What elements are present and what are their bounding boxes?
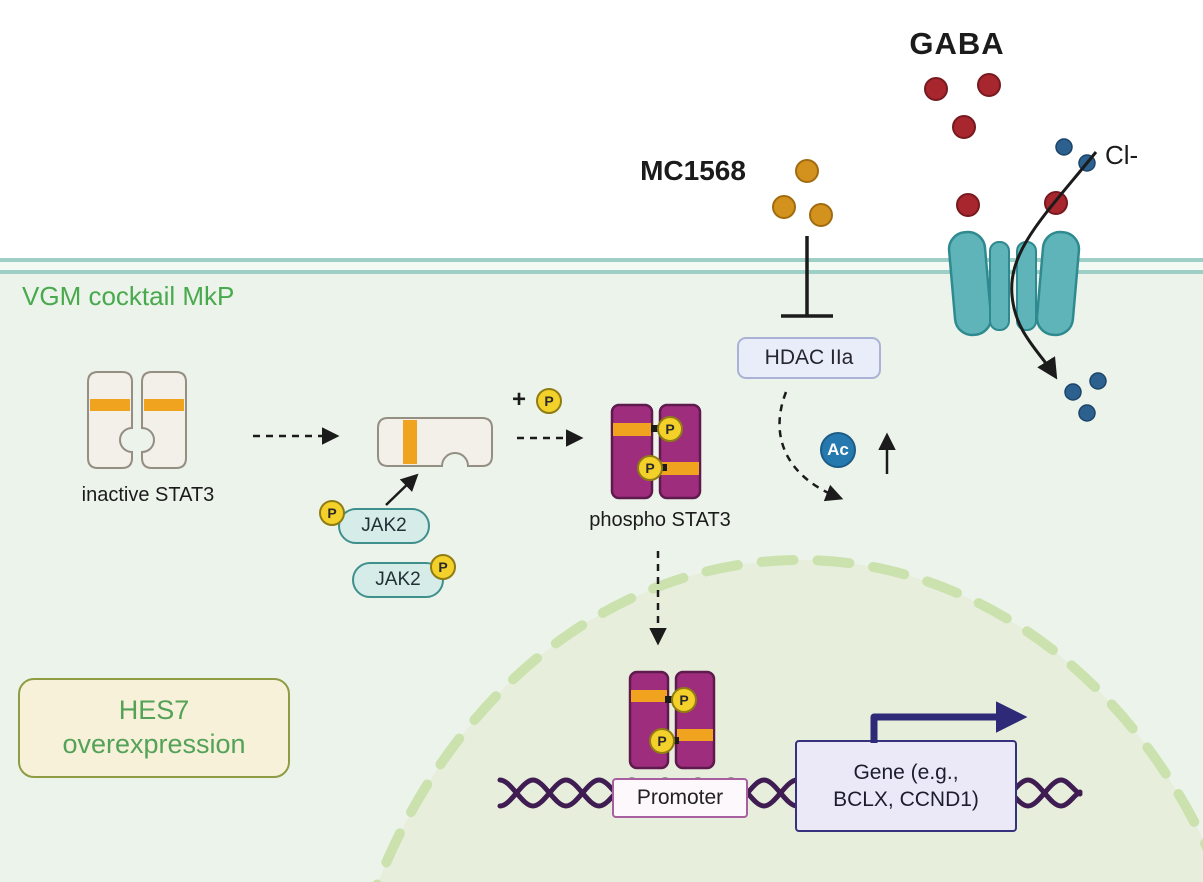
chloride-ion	[1055, 138, 1073, 156]
gaba-molecule	[977, 73, 1001, 97]
jak2-label: JAK2	[361, 515, 407, 536]
gene-label-line1: Gene (e.g.,	[853, 760, 959, 784]
stat3-monomer-open	[377, 417, 493, 467]
chloride-label: Cl-	[1105, 140, 1139, 170]
chloride-ion	[1089, 372, 1107, 390]
inactive-stat3-label: inactive STAT3	[81, 484, 215, 506]
phospho-connector	[665, 696, 672, 703]
gene-box: Gene (e.g., BCLX, CCND1)	[795, 740, 1017, 832]
arrow-chloride-influx	[1010, 151, 1098, 380]
mc1568-label: MC1568	[640, 155, 746, 186]
plus-sign: +	[512, 386, 527, 413]
mc1568-molecule	[772, 195, 796, 219]
hes7-label-line1: HES7	[118, 695, 190, 726]
stat3-band	[613, 423, 651, 436]
inactive-stat3-monomer	[87, 371, 133, 469]
phosphate-badge: P	[671, 687, 697, 713]
phospho-stat3-monomer	[610, 403, 654, 500]
mc1568-molecule	[809, 203, 833, 227]
chloride-ion	[1078, 404, 1096, 422]
gene-label-line2: BCLX, CCND1)	[833, 788, 979, 811]
phospho-connector	[660, 464, 667, 471]
phosphate-badge: P	[319, 500, 345, 526]
phospho-stat3-label: phospho STAT3	[589, 509, 731, 531]
phosphate-badge: P	[649, 728, 675, 754]
stat3-band	[661, 462, 699, 475]
hdac-iia-box: HDAC IIa	[737, 337, 881, 379]
hes7-overexpression-box: HES7 overexpression	[18, 678, 290, 778]
gaba-molecule-bound	[956, 193, 980, 217]
hdac-iia-label: HDAC IIa	[764, 346, 854, 369]
stat3-band	[677, 729, 713, 741]
hes7-label-line2: overexpression	[62, 729, 246, 759]
phosphate-badge: P	[657, 416, 683, 442]
promoter-box: Promoter	[612, 778, 748, 818]
gaba-molecule	[924, 77, 948, 101]
jak2-pill: JAK2	[338, 508, 430, 544]
phospho-connector	[651, 425, 658, 432]
chloride-ion	[1064, 383, 1082, 401]
vgm-cocktail-label: VGM cocktail MkP	[22, 281, 235, 311]
gaba-label: GABA	[909, 26, 1005, 61]
stat3-band	[403, 420, 417, 464]
phospho-connector	[672, 737, 679, 744]
gaba-receptor-subunit	[989, 241, 1010, 331]
phosphate-badge: P	[430, 554, 456, 580]
acetyl-badge: Ac	[820, 432, 856, 468]
phosphate-badge: P	[536, 388, 562, 414]
promoter-label: Promoter	[636, 786, 724, 809]
jak2-pill: JAK2	[352, 562, 444, 598]
inactive-stat3-monomer	[141, 371, 187, 469]
phosphate-badge: P	[637, 455, 663, 481]
stat3-band	[90, 399, 130, 411]
jak2-label: JAK2	[375, 569, 421, 590]
gaba-molecule	[952, 115, 976, 139]
arrow-hdac-acetylation	[778, 391, 844, 502]
gaba-receptor-subunit	[1035, 230, 1081, 337]
stat3-band	[144, 399, 184, 411]
stat3-band	[631, 690, 667, 702]
mc1568-molecule	[795, 159, 819, 183]
gaba-receptor-subunit	[947, 230, 993, 337]
arrow-jak2-activation	[385, 473, 419, 506]
nucleus	[372, 555, 1203, 882]
cell-membrane	[0, 258, 1203, 274]
